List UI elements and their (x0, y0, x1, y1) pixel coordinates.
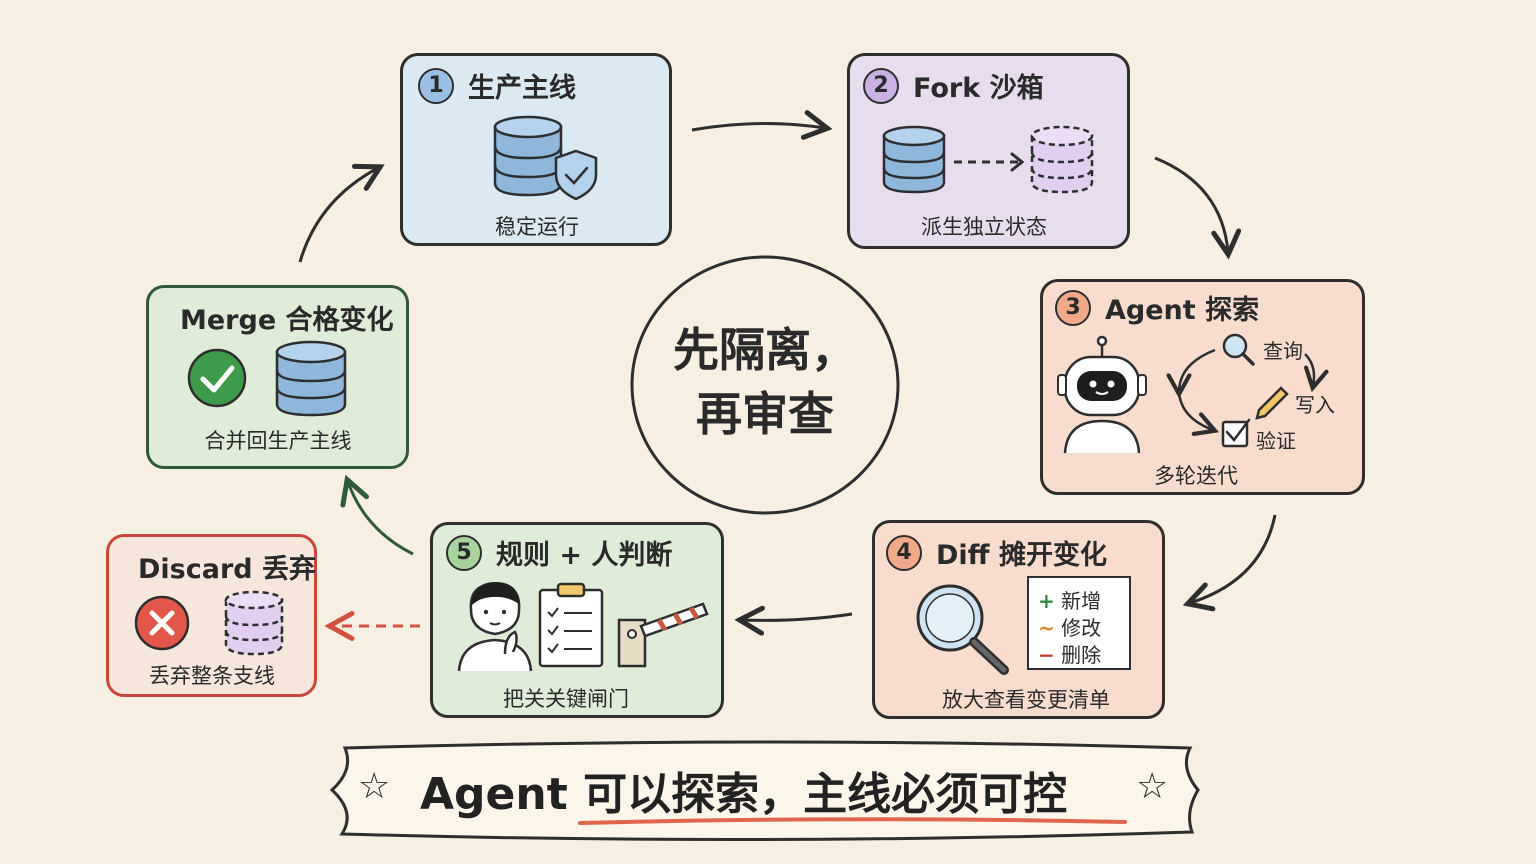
diff-modified: ~ 修改 (1038, 616, 1102, 640)
discard-x-database-icon (134, 590, 284, 656)
arrow-1-to-2 (691, 123, 825, 130)
arrow-4-to-5 (742, 614, 853, 620)
diff-deleted: − 删除 (1038, 643, 1102, 667)
action-write-label: 写入 (1295, 393, 1335, 417)
step-badge-1: 1 (418, 67, 454, 104)
card-5-caption: 把关关键闸门 (503, 687, 629, 711)
iteration-cycle-icons (1165, 333, 1365, 448)
card-4-title: Diff 摊开变化 (936, 540, 1107, 571)
person-thinking-icon (457, 582, 533, 672)
center-circle (630, 255, 900, 515)
arrow-2-to-3 (1154, 156, 1228, 252)
checklist-icon (538, 582, 604, 668)
card-2-title: Fork 沙箱 (913, 73, 1044, 104)
card-3-title: Agent 探索 (1105, 295, 1260, 326)
card-3-header: 3 Agent 探索 (1055, 288, 1259, 327)
step-badge-5: 5 (446, 534, 482, 571)
diff-added: + 新增 (1038, 589, 1102, 613)
step-badge-2: 2 (863, 67, 899, 104)
database-shield-icon (493, 115, 598, 201)
center-slogan: 先隔离， 再审查 (640, 318, 890, 446)
merge-check-database-icon (187, 340, 347, 417)
barrier-gate-icon (617, 602, 709, 668)
arrow-3-to-4 (1190, 514, 1277, 603)
card-1-title: 生产主线 (468, 73, 576, 104)
fork-database-icon (882, 125, 1094, 194)
center-line-1: 先隔离， (673, 323, 857, 377)
action-verify-label: 验证 (1256, 429, 1296, 453)
discard-title: Discard 丢弃 (138, 554, 317, 585)
merge-title: Merge 合格变化 (180, 305, 394, 336)
card-5-title: 规则 + 人判断 (496, 540, 673, 571)
action-query-label: 查询 (1263, 339, 1303, 363)
merge-caption: 合并回生产主线 (204, 429, 352, 453)
card-2-header: 2 Fork 沙箱 (863, 66, 1044, 105)
step-badge-4: 4 (886, 534, 922, 571)
center-line-2: 再审查 (696, 387, 834, 441)
card-5-header: 5 规则 + 人判断 (446, 533, 672, 572)
arrow-5-to-merge (348, 482, 414, 556)
banner-scroll (329, 740, 1200, 842)
banner-underline (578, 817, 1127, 825)
card-2-caption: 派生独立状态 (921, 215, 1047, 239)
banner-text: Agent 可以探索，主线必须可控 (420, 769, 1068, 820)
banner-star-left-icon: ☆ (358, 766, 391, 807)
card-1-header: 1 生产主线 (418, 66, 576, 105)
card-4-header: 4 Diff 摊开变化 (886, 533, 1107, 572)
robot-icon (1057, 335, 1147, 454)
discard-caption: 丢弃整条支线 (149, 664, 275, 688)
card-4-caption: 放大查看变更清单 (942, 688, 1110, 712)
magnifier-icon (916, 584, 1009, 675)
diff-list-box (1027, 576, 1131, 670)
step-badge-3: 3 (1055, 289, 1091, 326)
card-3-caption: 多轮迭代 (1154, 464, 1238, 488)
arrow-merge-to-1 (298, 168, 378, 263)
card-1-caption: 稳定运行 (495, 215, 579, 239)
banner-star-right-icon: ☆ (1136, 766, 1169, 807)
